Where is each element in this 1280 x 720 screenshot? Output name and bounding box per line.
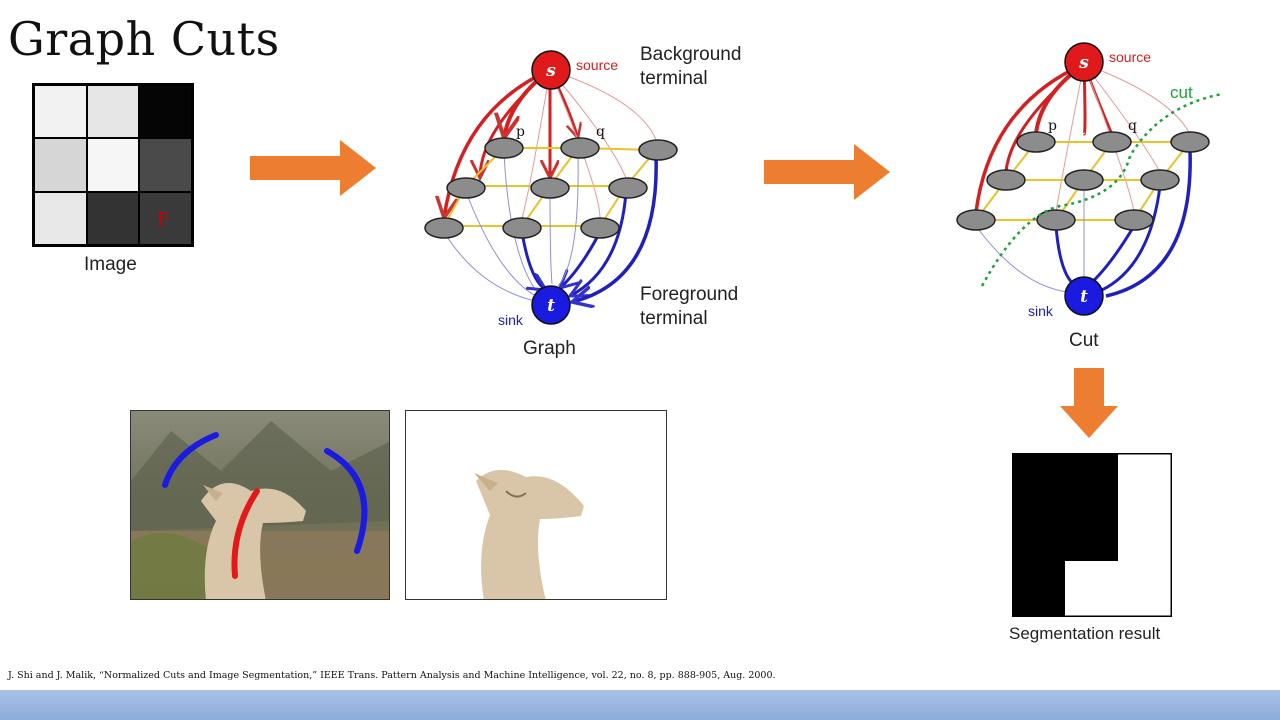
p-label: p <box>516 124 525 140</box>
pixel-node <box>638 139 678 161</box>
pixel-cell <box>139 138 192 192</box>
sink-label: sink <box>498 312 524 328</box>
pixel-node <box>502 217 542 239</box>
pixel-cell <box>34 138 87 192</box>
pixel-node <box>560 137 600 159</box>
sink-node-label: t <box>1080 287 1088 307</box>
segmented-photo <box>405 410 667 600</box>
background-terminal-label: Background terminal <box>640 43 741 91</box>
p-label: p <box>1048 118 1057 134</box>
background-terminal-line2: terminal <box>640 68 708 89</box>
sink-label: sink <box>1028 303 1054 319</box>
input-photo-with-strokes <box>130 410 390 600</box>
image-caption: Image <box>84 254 137 275</box>
llama-cutout-illustration <box>474 470 584 599</box>
cut-line <box>980 92 1223 287</box>
foreground-terminal-label: Foreground terminal <box>640 283 738 331</box>
graph-diagram: s t source sink p q <box>424 50 678 328</box>
cut-diagram: s t source sink p q cut <box>956 42 1223 319</box>
source-node-label: s <box>545 61 556 81</box>
pixel-node <box>484 137 524 159</box>
sink-node <box>1064 276 1104 316</box>
q-label: q <box>1128 118 1137 134</box>
pixel-node <box>580 217 620 239</box>
source-label: source <box>576 57 618 73</box>
pixel-cell: F <box>139 191 192 245</box>
foreground-terminal-line2: terminal <box>640 308 708 329</box>
source-node <box>1064 42 1104 82</box>
cut-label: cut <box>1170 83 1193 102</box>
graph-caption: Graph <box>523 338 576 359</box>
citation: J. Shi and J. Malik, “Normalized Cuts an… <box>8 670 776 681</box>
cut-caption: Cut <box>1069 330 1099 351</box>
pixel-cell <box>86 138 140 192</box>
foreground-marker: F <box>156 208 170 230</box>
slide-title: Graph Cuts <box>8 12 280 66</box>
footer-band <box>0 690 1280 720</box>
source-node <box>531 50 571 90</box>
down-arrow-icon <box>1060 368 1118 438</box>
source-node-label: s <box>1078 53 1089 73</box>
pixel-node <box>530 177 570 199</box>
right-arrow-icon <box>764 144 890 200</box>
pixel-node <box>446 177 486 199</box>
q-label: q <box>596 124 605 140</box>
pixel-cell <box>86 85 140 139</box>
pixel-cell <box>34 85 87 139</box>
foreground-terminal-line1: Foreground <box>640 284 739 305</box>
segmentation-caption: Segmentation result <box>1009 624 1161 643</box>
pixel-cell <box>34 191 87 245</box>
pixel-node <box>424 217 464 239</box>
pixel-node <box>608 177 648 199</box>
pixel-image-grid: F <box>32 83 194 247</box>
pixel-cell <box>86 191 140 245</box>
sink-node <box>531 285 571 325</box>
background-terminal-line1: Background <box>640 44 742 65</box>
segmentation-result-grid <box>1012 453 1172 617</box>
pixel-cell <box>139 85 192 139</box>
sink-node-label: t <box>547 296 555 316</box>
llama-scribble-illustration <box>131 411 389 599</box>
right-arrow-icon <box>250 140 376 196</box>
source-label: source <box>1109 49 1151 65</box>
